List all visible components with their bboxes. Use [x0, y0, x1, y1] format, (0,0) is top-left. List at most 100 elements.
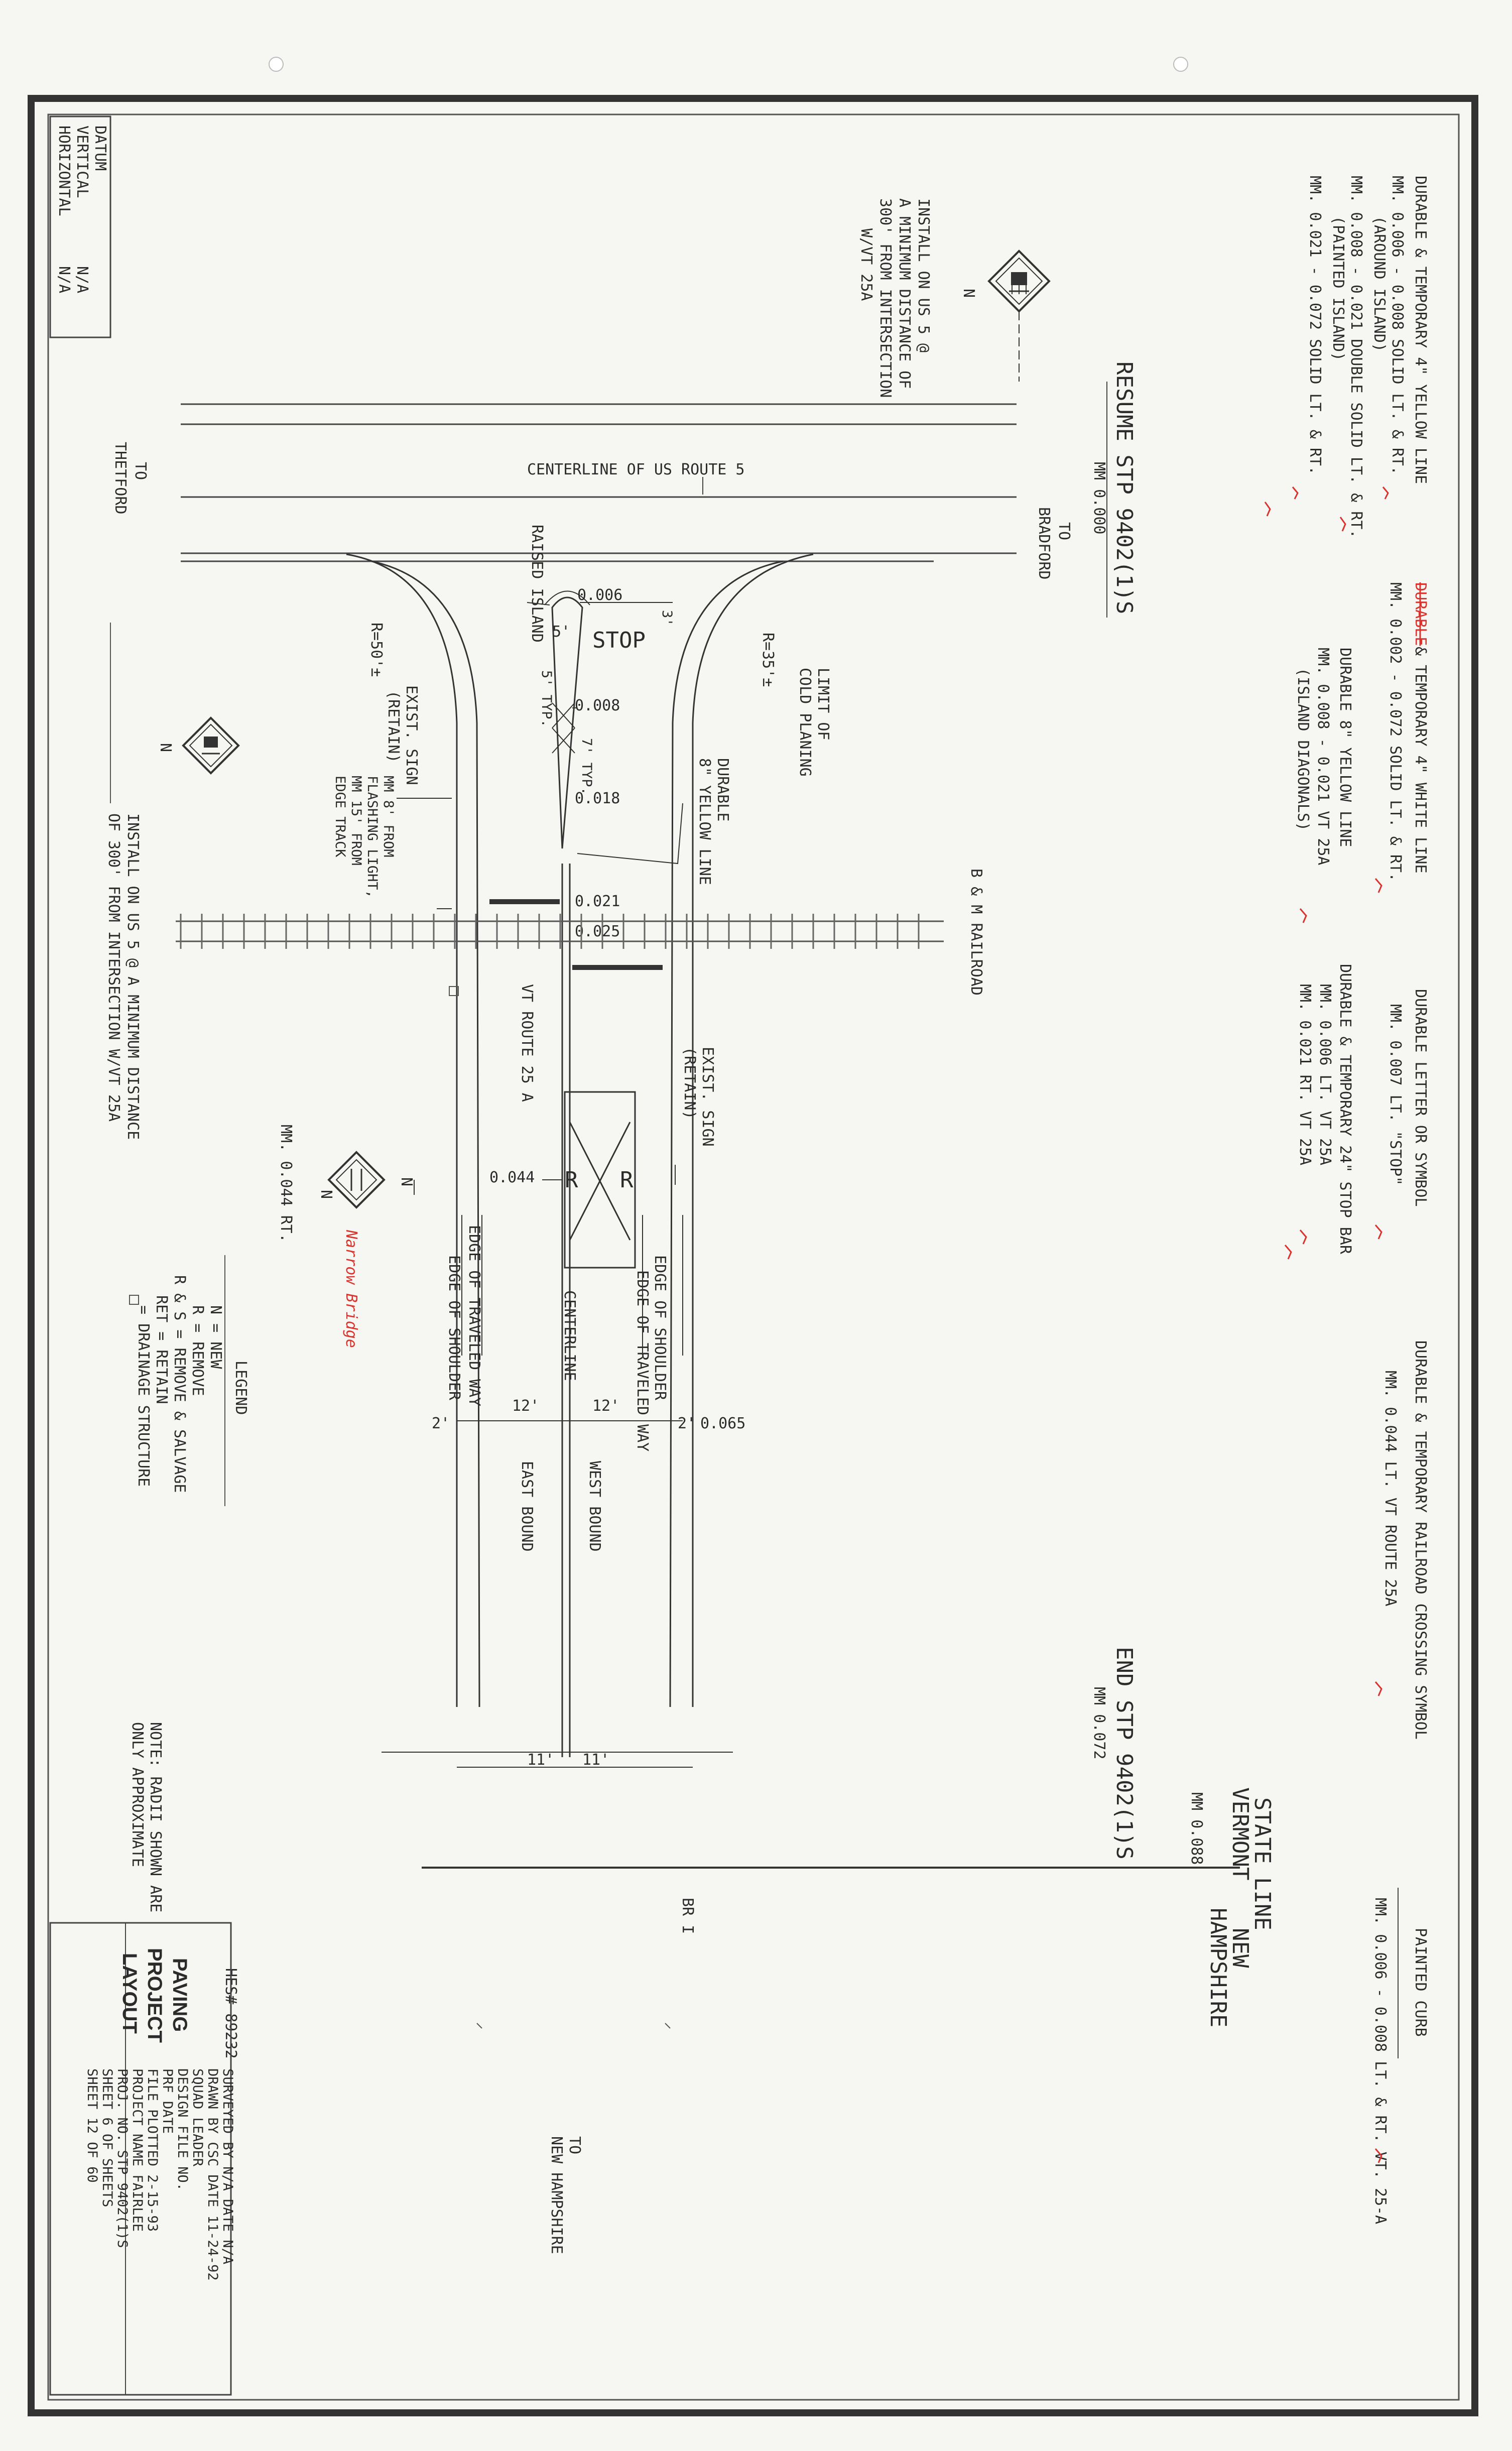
- svg-text:W/VT 25A: W/VT 25A: [857, 228, 875, 301]
- svg-text:MM. 0.021 - 0.072 SOLID LT. &: MM. 0.021 - 0.072 SOLID LT. & RT.: [1306, 176, 1324, 475]
- svg-text:TO: TO: [566, 2136, 583, 2154]
- svg-text:B & M RAILROAD: B & M RAILROAD: [967, 869, 985, 996]
- svg-text:(AROUND ISLAND): (AROUND ISLAND): [1370, 216, 1388, 352]
- svg-text:INSTALL ON US 5 @: INSTALL ON US 5 @: [915, 198, 932, 352]
- svg-text:R: R: [620, 1167, 634, 1193]
- svg-text:0.021: 0.021: [575, 893, 620, 910]
- svg-text:ONLY APPROXIMATE: ONLY APPROXIMATE: [129, 1722, 146, 1867]
- milemarkers: 0.006 0.008 0.018 0.021 0.025 0.044 0.06…: [489, 586, 745, 1432]
- svg-text:0.065: 0.065: [700, 1415, 745, 1432]
- svg-text:MM. 0.002 - 0.072 SOLID LT. &: MM. 0.002 - 0.072 SOLID LT. & RT.: [1387, 582, 1404, 882]
- edge-shoulder-left: EDGE OF SHOULDER: [445, 1255, 463, 1401]
- svg-text:(PAINTED ISLAND): (PAINTED ISLAND): [1329, 216, 1347, 361]
- svg-text:(RETAIN): (RETAIN): [681, 1047, 698, 1120]
- svg-text:R = REMOVE: R = REMOVE: [189, 1305, 206, 1396]
- narrow-bridge-sign-icon: [327, 1151, 386, 1209]
- west-bound-label: WEST BOUND: [586, 1461, 603, 1552]
- svg-text:SURVEYED BY N/A DATE N/A: SURVEYED BY N/A DATE N/A: [220, 2068, 235, 2264]
- north-label: N: [157, 743, 174, 752]
- to-new-hampshire: TO NEW HAMPSHIRE: [548, 2136, 583, 2254]
- stop-bar-left: [489, 899, 560, 904]
- svg-text:MM 0.000: MM 0.000: [1090, 462, 1108, 535]
- stop-bar-right: [572, 965, 663, 970]
- notes-white-line: DURABLE & TEMPORARY 4" WHITE LINE MM. 0.…: [1387, 582, 1429, 882]
- railroad-ties: [180, 914, 920, 949]
- svg-text:EXIST. SIGN: EXIST. SIGN: [699, 1047, 716, 1147]
- svg-text:300' FROM INTERSECTION: 300' FROM INTERSECTION: [876, 198, 894, 398]
- outer-border: [28, 95, 1478, 2416]
- svg-text:DURABLE & TEMPORARY RAILROAD C: DURABLE & TEMPORARY RAILROAD CROSSING SY…: [1412, 1340, 1429, 1740]
- svg-text:RESUME STP 9402(1)S: RESUME STP 9402(1)S: [1111, 361, 1137, 614]
- width-2-right: 2': [678, 1415, 696, 1432]
- width-11-right: 11': [582, 1751, 609, 1769]
- resume-stp: RESUME STP 9402(1)S MM 0.000: [1090, 361, 1137, 614]
- svg-text:PROJECT NAME FAIRLEE: PROJECT NAME FAIRLEE: [130, 2068, 145, 2232]
- radii-note: NOTE: RADII SHOWN ARE ONLY APPROXIMATE: [129, 1722, 164, 1912]
- svg-text:EDGE TRACK: EDGE TRACK: [332, 776, 348, 857]
- svg-text:MM 0.072: MM 0.072: [1090, 1687, 1108, 1760]
- bm-railroad-label: B & M RAILROAD: [967, 869, 985, 996]
- svg-text:R & S = REMOVE & SALVAGE: R & S = REMOVE & SALVAGE: [171, 1275, 188, 1493]
- svg-text:N/A: N/A: [73, 266, 91, 293]
- to-thetford-label: TO THETFORD: [111, 442, 149, 515]
- north-label: N: [960, 289, 977, 298]
- svg-text:MM. 0.006 LT. VT 25A: MM. 0.006 LT. VT 25A: [1316, 984, 1334, 1165]
- svg-text:STATE LINE: STATE LINE: [1249, 1797, 1275, 1930]
- svg-text:INSTALL ON US 5 @ A MINIMUM DI: INSTALL ON US 5 @ A MINIMUM DISTANCE: [124, 813, 142, 1140]
- install-note-bottom: INSTALL ON US 5 @ A MINIMUM DISTANCE OF …: [105, 813, 142, 1140]
- svg-text:SHEET 12 OF 60: SHEET 12 OF 60: [84, 2068, 100, 2183]
- width-12-right: 12': [592, 1397, 619, 1415]
- sign-mm-label: MM. 0.044 RT.: [277, 1125, 295, 1243]
- edge-shoulder-right: EDGE OF SHOULDER: [651, 1255, 669, 1401]
- flashing-light-note: MM 8' FROM FLASHING LIGHT, MM 15' FROM E…: [332, 776, 396, 898]
- svg-text:R: R: [565, 1167, 578, 1193]
- svg-text:MM. 0.007 LT. "STOP": MM. 0.007 LT. "STOP": [1387, 1004, 1404, 1185]
- state-line-label: STATE LINE VERMONT NEW HAMPSHIRE MM 0.08…: [1188, 1787, 1275, 2027]
- exist-sign-left: EXIST. SIGN (RETAIN): [385, 685, 420, 785]
- legend: LEGEND N = NEW R = REMOVE R & S = REMOVE…: [135, 1275, 249, 1493]
- raised-island: [544, 590, 590, 849]
- us-route-5: [181, 403, 1017, 562]
- svg-text:HAMPSHIRE: HAMPSHIRE: [1205, 1908, 1231, 2027]
- svg-text:BRADFORD: BRADFORD: [1035, 507, 1053, 580]
- svg-text:N/A: N/A: [55, 266, 73, 293]
- north-label: N: [317, 1190, 335, 1199]
- svg-text:(RETAIN): (RETAIN): [385, 690, 402, 763]
- svg-text:OF 300' FROM INTERSECTION W/VT: OF 300' FROM INTERSECTION W/VT 25A: [105, 813, 122, 1122]
- svg-text:SHEET 6 OF SHEETS: SHEET 6 OF SHEETS: [99, 2068, 115, 2207]
- centerline-label: CENTERLINE: [561, 1290, 578, 1381]
- east-bound-label: EAST BOUND: [518, 1461, 536, 1552]
- svg-text:N = NEW: N = NEW: [207, 1305, 224, 1369]
- svg-text:MM. 0.044 LT. VT ROUTE 25A: MM. 0.044 LT. VT ROUTE 25A: [1381, 1371, 1399, 1607]
- svg-text:VERMONT: VERMONT: [1227, 1787, 1253, 1880]
- svg-text:END STP 9402(1)S: END STP 9402(1)S: [1111, 1647, 1137, 1860]
- drainage-structure-icon: [129, 1295, 139, 1305]
- width-2-left: 2': [432, 1415, 450, 1432]
- svg-text:= DRAINAGE STRUCTURE: = DRAINAGE STRUCTURE: [135, 1305, 152, 1487]
- typ-5: 5' TYP.: [539, 670, 554, 727]
- width-12-left: 12': [512, 1397, 539, 1415]
- svg-text:8" YELLOW LINE: 8" YELLOW LINE: [696, 758, 713, 885]
- svg-text:HORIZONTAL: HORIZONTAL: [55, 126, 73, 216]
- svg-text:DURABLE & TEMPORARY 24" STOP B: DURABLE & TEMPORARY 24" STOP BAR: [1336, 964, 1354, 1255]
- svg-text:MM. 0.006 - 0.008 SOLID LT. &: MM. 0.006 - 0.008 SOLID LT. & RT.: [1389, 176, 1406, 475]
- exist-sign-right: EXIST. SIGN (RETAIN): [681, 1047, 716, 1147]
- notes-letter-symbol: DURABLE LETTER OR SYMBOL MM. 0.007 LT. "…: [1387, 989, 1429, 1206]
- inner-border: [47, 113, 1460, 2401]
- dim-3: 3': [659, 610, 675, 627]
- svg-text:PROJ. NO. STP 9402(1)S: PROJ. NO. STP 9402(1)S: [114, 2068, 130, 2248]
- svg-text:THETFORD: THETFORD: [111, 442, 129, 515]
- svg-text:LEGEND: LEGEND: [232, 1361, 249, 1415]
- svg-text:0.008: 0.008: [575, 697, 620, 714]
- end-stp: END STP 9402(1)S MM 0.072: [1090, 1647, 1137, 1860]
- notes-rr-symbol: DURABLE & TEMPORARY RAILROAD CROSSING SY…: [1381, 1340, 1429, 1740]
- raised-island-label: RAISED ISLAND: [528, 525, 546, 643]
- width-11-left: 11': [527, 1751, 554, 1769]
- svg-text:DURABLE: DURABLE: [714, 758, 731, 821]
- notes-yellow8: DURABLE 8" YELLOW LINE MM. 0.008 - 0.021…: [1294, 648, 1354, 865]
- narrow-bridge-handwritten: Narrow Bridge: [342, 1230, 360, 1348]
- svg-text:DRAWN BY CSC DATE 11-24-92: DRAWN BY CSC DATE 11-24-92: [205, 2068, 220, 2281]
- svg-text:MM. 0.021 RT. VT 25A: MM. 0.021 RT. VT 25A: [1296, 984, 1314, 1165]
- svg-text:VT ROUTE 25 A: VT ROUTE 25 A: [518, 984, 536, 1102]
- svg-text:DESIGN FILE NO.: DESIGN FILE NO.: [175, 2068, 190, 2191]
